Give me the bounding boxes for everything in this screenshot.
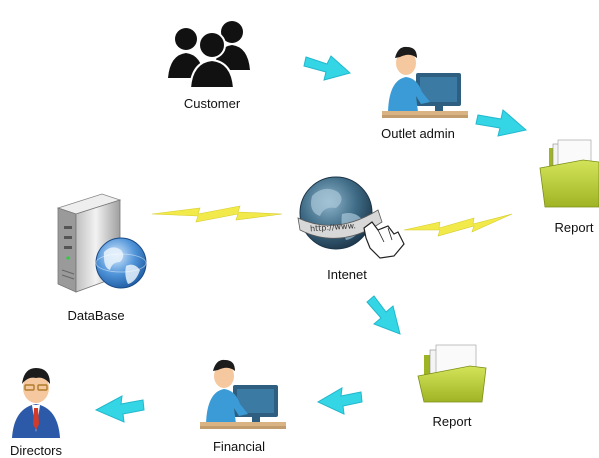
svg-text:http://www.: http://www. [310, 221, 356, 233]
outlet-admin-label: Outlet admin [381, 126, 455, 141]
globe-http-icon: http://www. [297, 176, 405, 259]
database-server-icon [56, 193, 147, 293]
flow-arrow-customer-to-admin [303, 55, 352, 81]
financial-workstation-icon [200, 359, 286, 429]
folder-icon [417, 344, 487, 403]
report-top-label: Report [554, 220, 594, 235]
financial-label: Financial [212, 439, 266, 454]
customer-group-icon [168, 21, 250, 89]
customer-label: Customer [183, 96, 241, 111]
network-link-database-internet [151, 205, 283, 223]
folder-icon [539, 139, 599, 208]
network-link-internet-report [403, 213, 513, 237]
flow-arrow-admin-to-report [475, 109, 528, 137]
flow-arrow-internet-to-report [366, 295, 401, 335]
directors-label: Directors [9, 443, 63, 458]
admin-workstation-icon [382, 46, 468, 118]
internet-label: Intenet [327, 267, 367, 282]
database-label: DataBase [67, 308, 125, 323]
report-bottom-label: Report [432, 414, 472, 429]
director-icon [12, 368, 60, 438]
flow-arrow-report-to-financial [316, 387, 363, 415]
flow-arrow-financial-to-directors [94, 395, 145, 423]
